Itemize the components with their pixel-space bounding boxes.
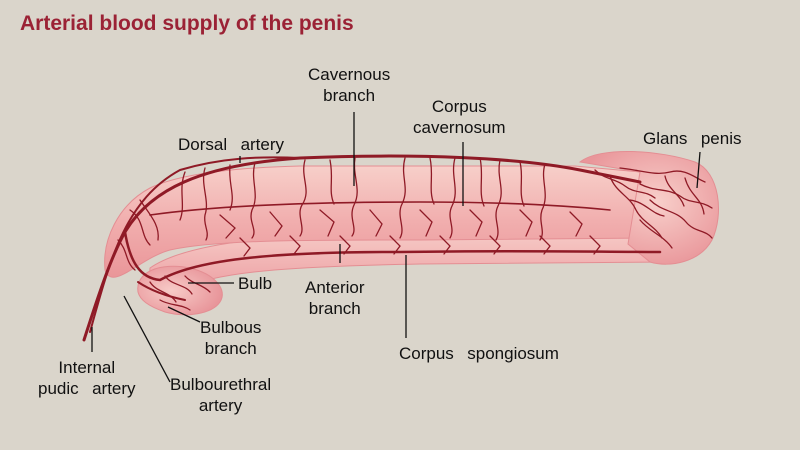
arteries — [82, 154, 662, 342]
leader-glans-penis — [696, 151, 701, 189]
leader-lines — [91, 112, 701, 383]
leader-bulbourethral-artery — [123, 295, 171, 383]
cavernous-artery — [149, 201, 611, 216]
label-corpus-spongiosum: Corpus spongiosum — [399, 344, 559, 363]
label-bulbous-branch: Bulbous branch — [200, 318, 262, 358]
dorsal-artery — [123, 154, 642, 234]
label-bulb: Bulb — [238, 274, 273, 293]
label-corpus-cavernosum: Corpus cavernosum — [413, 97, 506, 137]
label-dorsal-artery: Dorsal artery — [178, 135, 285, 154]
label-internal-pudic-artery: Internal pudic artery — [38, 358, 136, 398]
bulbous-branch-artery — [137, 281, 186, 301]
glans-penis-shape — [578, 151, 719, 265]
small-vessels — [117, 157, 713, 311]
leader-bulbous-branch — [167, 306, 201, 323]
label-anterior-branch: Anterior branch — [305, 278, 365, 318]
label-bulbourethral-artery: Bulbourethral artery — [170, 375, 272, 415]
dorsal-artery-branch — [89, 156, 301, 333]
label-cavernous-branch: Cavernous branch — [308, 65, 391, 105]
label-glans-penis: Glans penis — [643, 129, 742, 148]
diagram-title: Arterial blood supply of the penis — [20, 12, 354, 35]
bulb-shape — [137, 265, 223, 316]
bulbourethral-artery — [123, 230, 662, 282]
